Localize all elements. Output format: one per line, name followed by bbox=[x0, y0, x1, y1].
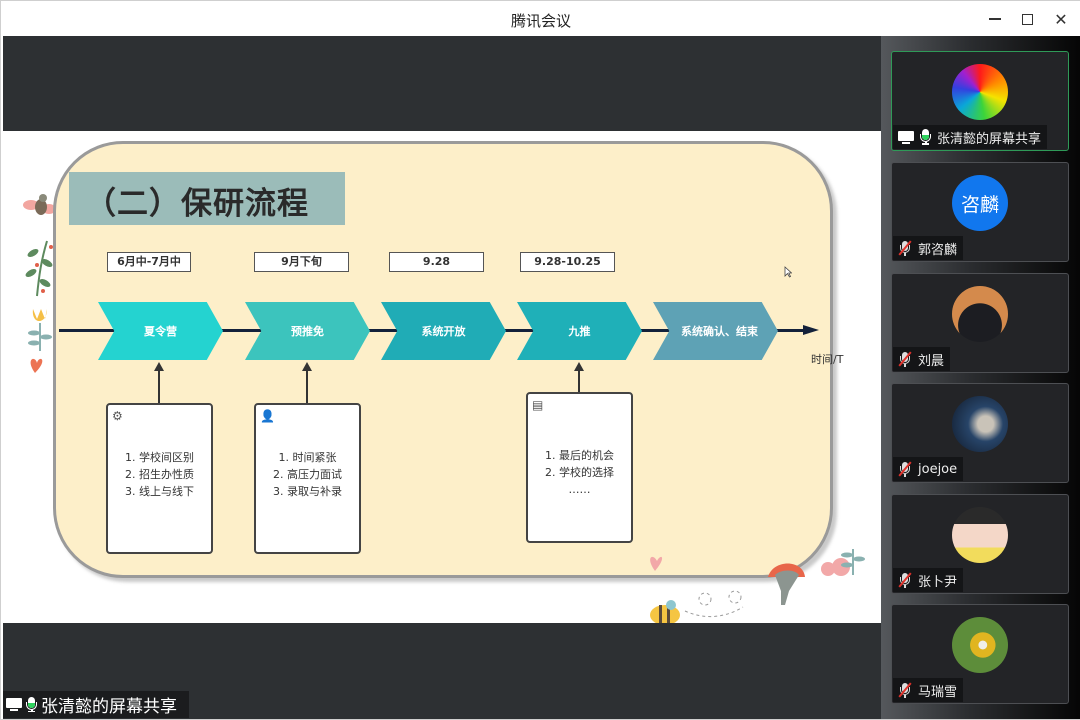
participant-name: 张清懿的屏幕共享 bbox=[937, 131, 1042, 147]
stage-label: 系统开放 bbox=[421, 325, 466, 338]
slide-title: （二）保研流程 bbox=[85, 186, 309, 222]
stage-label: 系统确认、结束 bbox=[681, 325, 758, 338]
stage-chevron: 夏令营 bbox=[98, 302, 223, 360]
participants-panel: 张清懿的屏幕共享 咨麟 郭咨麟 刘晨 joejoe bbox=[881, 36, 1080, 719]
participant-name: 郭咨麟 bbox=[918, 242, 958, 258]
screen-share-icon bbox=[898, 130, 914, 144]
mouse-cursor-icon bbox=[784, 266, 792, 278]
minimize-icon bbox=[989, 18, 1001, 20]
participant-name: 马瑞雪 bbox=[918, 684, 958, 700]
participant-label: 刘晨 bbox=[893, 347, 951, 371]
microphone-muted-icon bbox=[898, 572, 912, 588]
participant-label: joejoe bbox=[893, 457, 964, 481]
participant-label: 张卜尹 bbox=[893, 568, 964, 592]
screen-share-owner: 张清懿的屏幕共享 bbox=[41, 697, 177, 717]
list-icon: ▤ bbox=[532, 398, 544, 412]
screen-share-label: 张清懿的屏幕共享 bbox=[3, 691, 189, 718]
connector-arrow-icon bbox=[302, 362, 312, 403]
maximize-button[interactable] bbox=[1015, 7, 1039, 31]
stage-date-box: 9月下旬 bbox=[254, 252, 349, 272]
note-item: 2. 高压力面试 bbox=[273, 468, 342, 481]
note-item: 2. 招生办性质 bbox=[125, 468, 194, 481]
note-item: 2. 学校的选择 bbox=[545, 466, 614, 479]
participant-name: joejoe bbox=[918, 461, 958, 477]
note-item: 1. 时间紧张 bbox=[278, 451, 337, 464]
note-list: 1. 学校间区别 2. 招生办性质 3. 线上与线下 bbox=[108, 449, 211, 500]
stage-date-box: 6月中-7月中 bbox=[107, 252, 191, 272]
note-item: 3. 线上与线下 bbox=[125, 485, 194, 498]
participant-tile[interactable]: 刘晨 bbox=[891, 273, 1069, 373]
note-item: 3. 录取与补录 bbox=[273, 485, 342, 498]
stage-chevron: 预推免 bbox=[245, 302, 370, 360]
connector-arrow-icon bbox=[574, 362, 584, 392]
avatar bbox=[952, 617, 1008, 673]
gears-icon: ⚙ bbox=[112, 409, 123, 423]
participant-name: 刘晨 bbox=[918, 353, 945, 369]
participant-name: 张卜尹 bbox=[918, 574, 958, 590]
stage-chevron: 系统开放 bbox=[381, 302, 506, 360]
minimize-button[interactable] bbox=[983, 7, 1007, 31]
microphone-muted-icon bbox=[898, 461, 912, 477]
note-item: 1. 学校间区别 bbox=[125, 451, 194, 464]
user-icon: 👤 bbox=[260, 409, 275, 423]
avatar bbox=[952, 64, 1008, 120]
close-button[interactable]: ✕ bbox=[1049, 7, 1073, 31]
note-card: 👤 1. 时间紧张 2. 高压力面试 3. 录取与补录 bbox=[254, 403, 361, 554]
participant-label: 马瑞雪 bbox=[893, 678, 964, 702]
shared-screen-content: （二）保研流程 6月中-7月中 9月下旬 9.28 9.28-10.25 时间/… bbox=[3, 131, 881, 623]
maximize-icon bbox=[1021, 13, 1033, 25]
stage-chevron: 九推 bbox=[517, 302, 642, 360]
slide-title-banner: （二）保研流程 bbox=[69, 172, 345, 225]
microphone-muted-icon bbox=[898, 240, 912, 256]
avatar bbox=[952, 286, 1008, 342]
microphone-muted-icon bbox=[898, 682, 912, 698]
microphone-icon bbox=[26, 696, 37, 713]
bee-mushroom-decoration-icon bbox=[650, 549, 865, 623]
microphone-muted-icon bbox=[898, 351, 912, 367]
screen-share-icon bbox=[6, 698, 22, 711]
stage-label: 夏令营 bbox=[144, 325, 177, 338]
participant-tile[interactable]: 马瑞雪 bbox=[891, 604, 1069, 704]
participant-tile[interactable]: 张清懿的屏幕共享 bbox=[891, 51, 1069, 151]
avatar bbox=[952, 396, 1008, 452]
note-item: …… bbox=[568, 483, 591, 496]
window-title: 腾讯会议 bbox=[510, 12, 571, 30]
stage-label: 预推免 bbox=[291, 325, 324, 338]
note-card: ▤ 1. 最后的机会 2. 学校的选择 …… bbox=[526, 392, 633, 543]
participant-tile[interactable]: joejoe bbox=[891, 383, 1069, 483]
stage-date-box: 9.28-10.25 bbox=[520, 252, 615, 272]
avatar bbox=[952, 507, 1008, 563]
avatar: 咨麟 bbox=[952, 175, 1008, 231]
stage-label: 九推 bbox=[568, 325, 591, 338]
note-card: ⚙ 1. 学校间区别 2. 招生办性质 3. 线上与线下 bbox=[106, 403, 213, 554]
close-icon: ✕ bbox=[1054, 9, 1068, 29]
shared-screen-stage: （二）保研流程 6月中-7月中 9月下旬 9.28 9.28-10.25 时间/… bbox=[3, 36, 881, 719]
timeline-arrow-icon bbox=[803, 325, 819, 335]
stage-chevron: 系统确认、结束 bbox=[653, 302, 778, 360]
participant-tile[interactable]: 张卜尹 bbox=[891, 494, 1069, 594]
floral-decoration-icon bbox=[23, 194, 56, 373]
connector-arrow-icon bbox=[154, 362, 164, 403]
participant-tile[interactable]: 咨麟 郭咨麟 bbox=[891, 162, 1069, 262]
participant-label: 张清懿的屏幕共享 bbox=[893, 125, 1048, 149]
participant-label: 郭咨麟 bbox=[893, 236, 964, 260]
note-item: 1. 最后的机会 bbox=[545, 449, 614, 462]
title-bar: 腾讯会议 ✕ bbox=[1, 1, 1080, 36]
stage-date-box: 9.28 bbox=[389, 252, 484, 272]
microphone-icon bbox=[920, 129, 931, 145]
note-list: 1. 最后的机会 2. 学校的选择 …… bbox=[528, 447, 631, 498]
time-axis-label: 时间/T bbox=[811, 353, 844, 366]
note-list: 1. 时间紧张 2. 高压力面试 3. 录取与补录 bbox=[256, 449, 359, 500]
